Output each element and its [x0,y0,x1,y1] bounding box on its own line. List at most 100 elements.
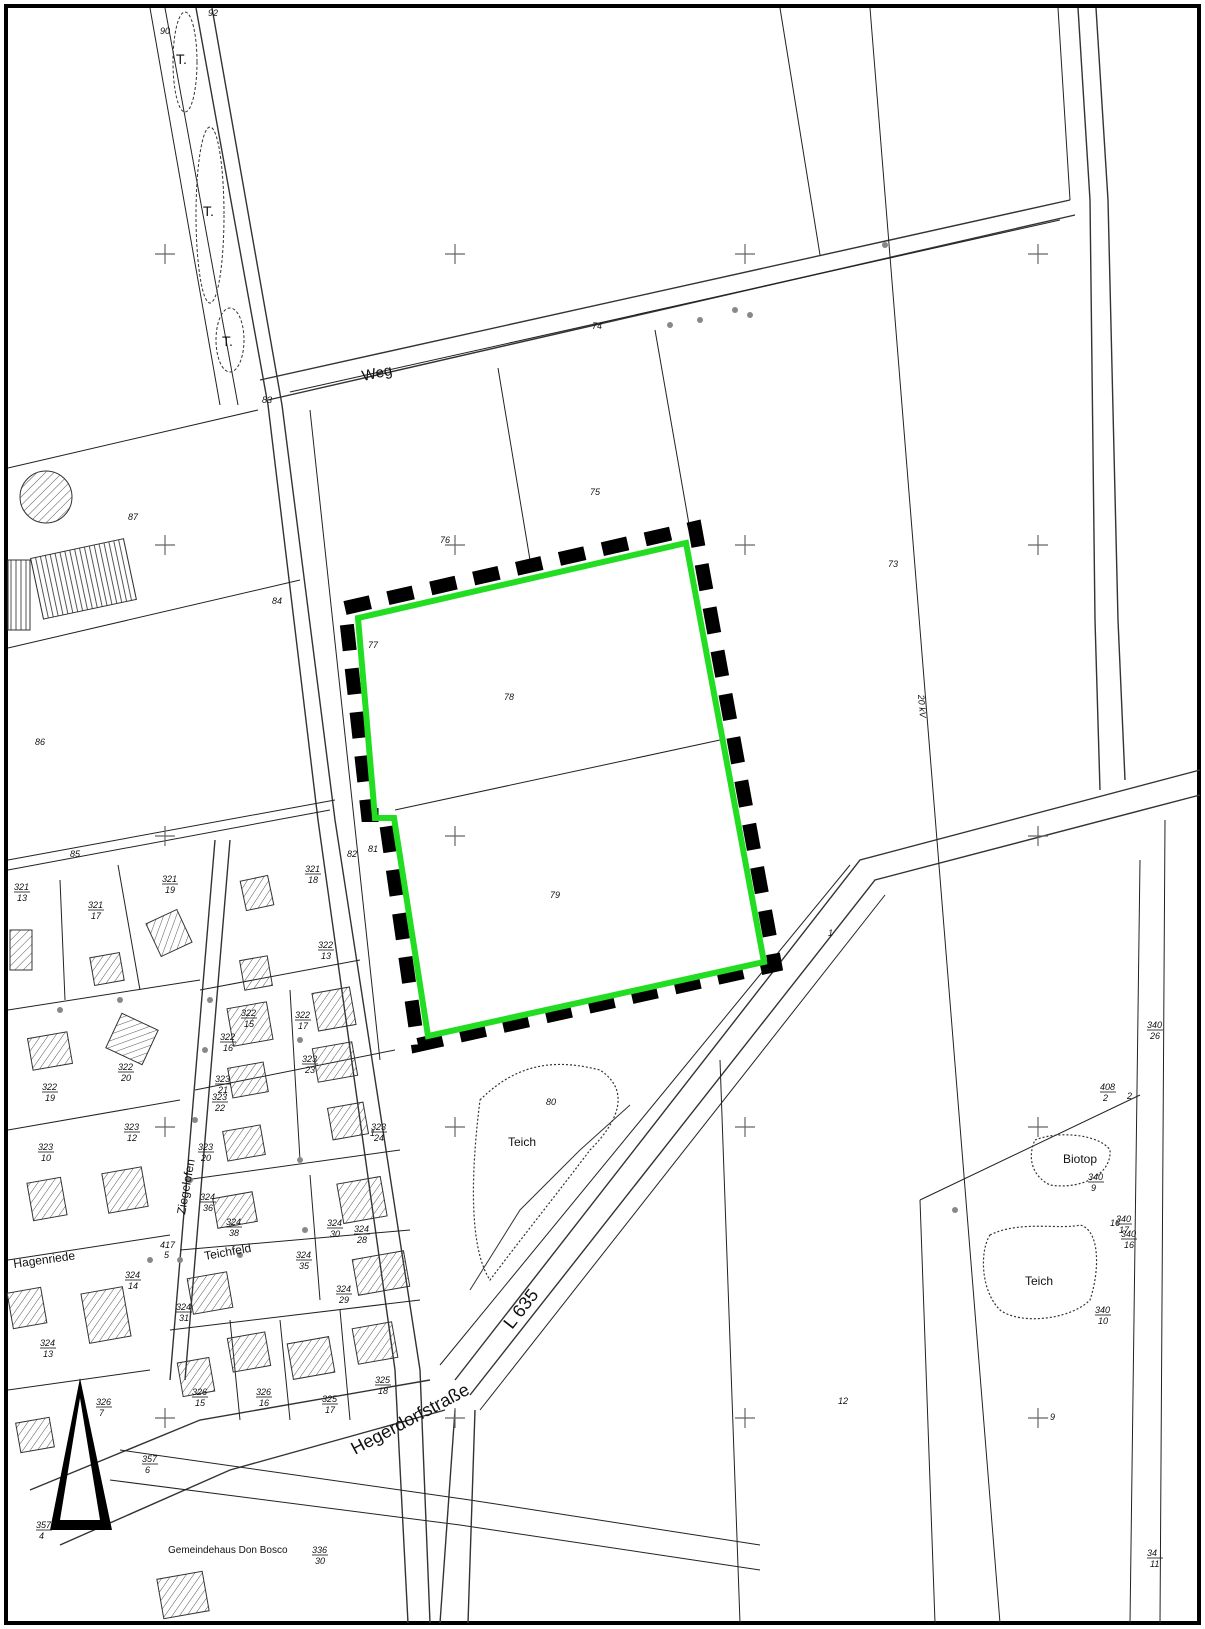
fraction-denominator: 30 [315,1556,325,1566]
parcel-83: 83 [262,395,272,405]
fraction-numerator: 323 [215,1074,230,1084]
parcel-79: 79 [550,890,560,900]
fraction-denominator: 23 [304,1065,315,1075]
fraction-numerator: 324 [354,1224,369,1234]
fraction-denominator: 11 [1150,1559,1159,1569]
fraction-denominator: 7 [99,1408,105,1418]
fraction-denominator: 36 [203,1203,213,1213]
label-teich-1: Teich [508,1135,536,1149]
parcel-74: 74 [592,321,602,331]
survey-dots [57,242,958,1263]
teich-pond-1-edge [469,1104,631,1291]
fraction-numerator: 324 [40,1338,55,1348]
map-frame-border [4,4,1201,1625]
fraction-numerator: 325 [375,1375,391,1385]
fraction-numerator: 321 [14,882,29,892]
parcel-12: 12 [838,1396,848,1406]
fraction-denominator: 24 [373,1133,384,1143]
teich-pond-1 [472,1063,619,1282]
parcel-92: 92 [208,8,218,18]
fraction-denominator: 38 [229,1228,239,1238]
fraction-denominator: 20 [120,1073,131,1083]
fraction-numerator: 324 [327,1218,342,1228]
fraction-denominator: 20 [200,1153,211,1163]
fraction-denominator: 10 [41,1153,51,1163]
fraction-denominator: 13 [43,1349,53,1359]
fraction-denominator: 10 [1098,1316,1108,1326]
parcel-2: 2 [1126,1091,1132,1101]
label-teich-2: Teich [1025,1274,1053,1288]
fraction-numerator: 321 [162,874,177,884]
fraction-denominator: 31 [179,1313,189,1323]
striped-building-edge [7,559,31,631]
parcel-76: 76 [440,535,450,545]
fraction-numerator: 357 [36,1520,52,1530]
fraction-numerator: 325 [322,1394,338,1404]
fraction-numerator: 323 [38,1142,53,1152]
fraction-numerator: 323 [198,1142,213,1152]
fraction-denominator: 22 [214,1103,225,1113]
fraction-numerator: 323 [124,1122,139,1132]
fraction-numerator: 322 [295,1010,310,1020]
fraction-numerator: 323 [302,1054,317,1064]
fraction-numerator: 322 [42,1082,57,1092]
fraction-numerator: 340 [1121,1229,1136,1239]
road-lines [29,7,1201,1624]
fraction-denominator: 19 [45,1093,55,1103]
fraction-numerator: 34 [1147,1548,1157,1558]
parcel-84: 84 [272,596,282,606]
fraction-denominator: 19 [165,885,175,895]
fraction-denominator: 15 [244,1019,255,1029]
fraction-numerator: 322 [318,940,333,950]
parcel-90: 90 [160,26,170,36]
fraction-numerator: 321 [88,900,103,910]
fraction-denominator: 6 [145,1465,150,1475]
fraction-numerator: 408 [1100,1082,1115,1092]
parcel-86: 86 [35,737,45,747]
parcel-16: 16 [1110,1218,1120,1228]
fraction-denominator: 21 [217,1085,228,1095]
fraction-numerator: 322 [220,1032,235,1042]
fraction-numerator: 324 [200,1192,215,1202]
fraction-denominator: 17 [298,1021,309,1031]
fraction-numerator: 326 [96,1397,111,1407]
parcel-5: 5 [164,1250,170,1260]
tree-rows: T. T. T. [172,11,245,373]
fraction-denominator: 4 [39,1531,44,1541]
teich-pond-2 [982,1224,1098,1320]
fraction-denominator: 17 [325,1405,336,1415]
fraction-numerator: 321 [305,864,320,874]
fraction-numerator: 323 [212,1092,227,1102]
fraction-numerator: 322 [118,1062,133,1072]
fraction-denominator: 17 [1119,1225,1130,1235]
label-biotop: Biotop [1063,1152,1097,1166]
fraction-numerator: 340 [1095,1305,1110,1315]
fraction-denominator: 9 [1091,1183,1096,1193]
fraction-numerator: 324 [226,1217,241,1227]
fraction-denominator: 13 [321,951,331,961]
